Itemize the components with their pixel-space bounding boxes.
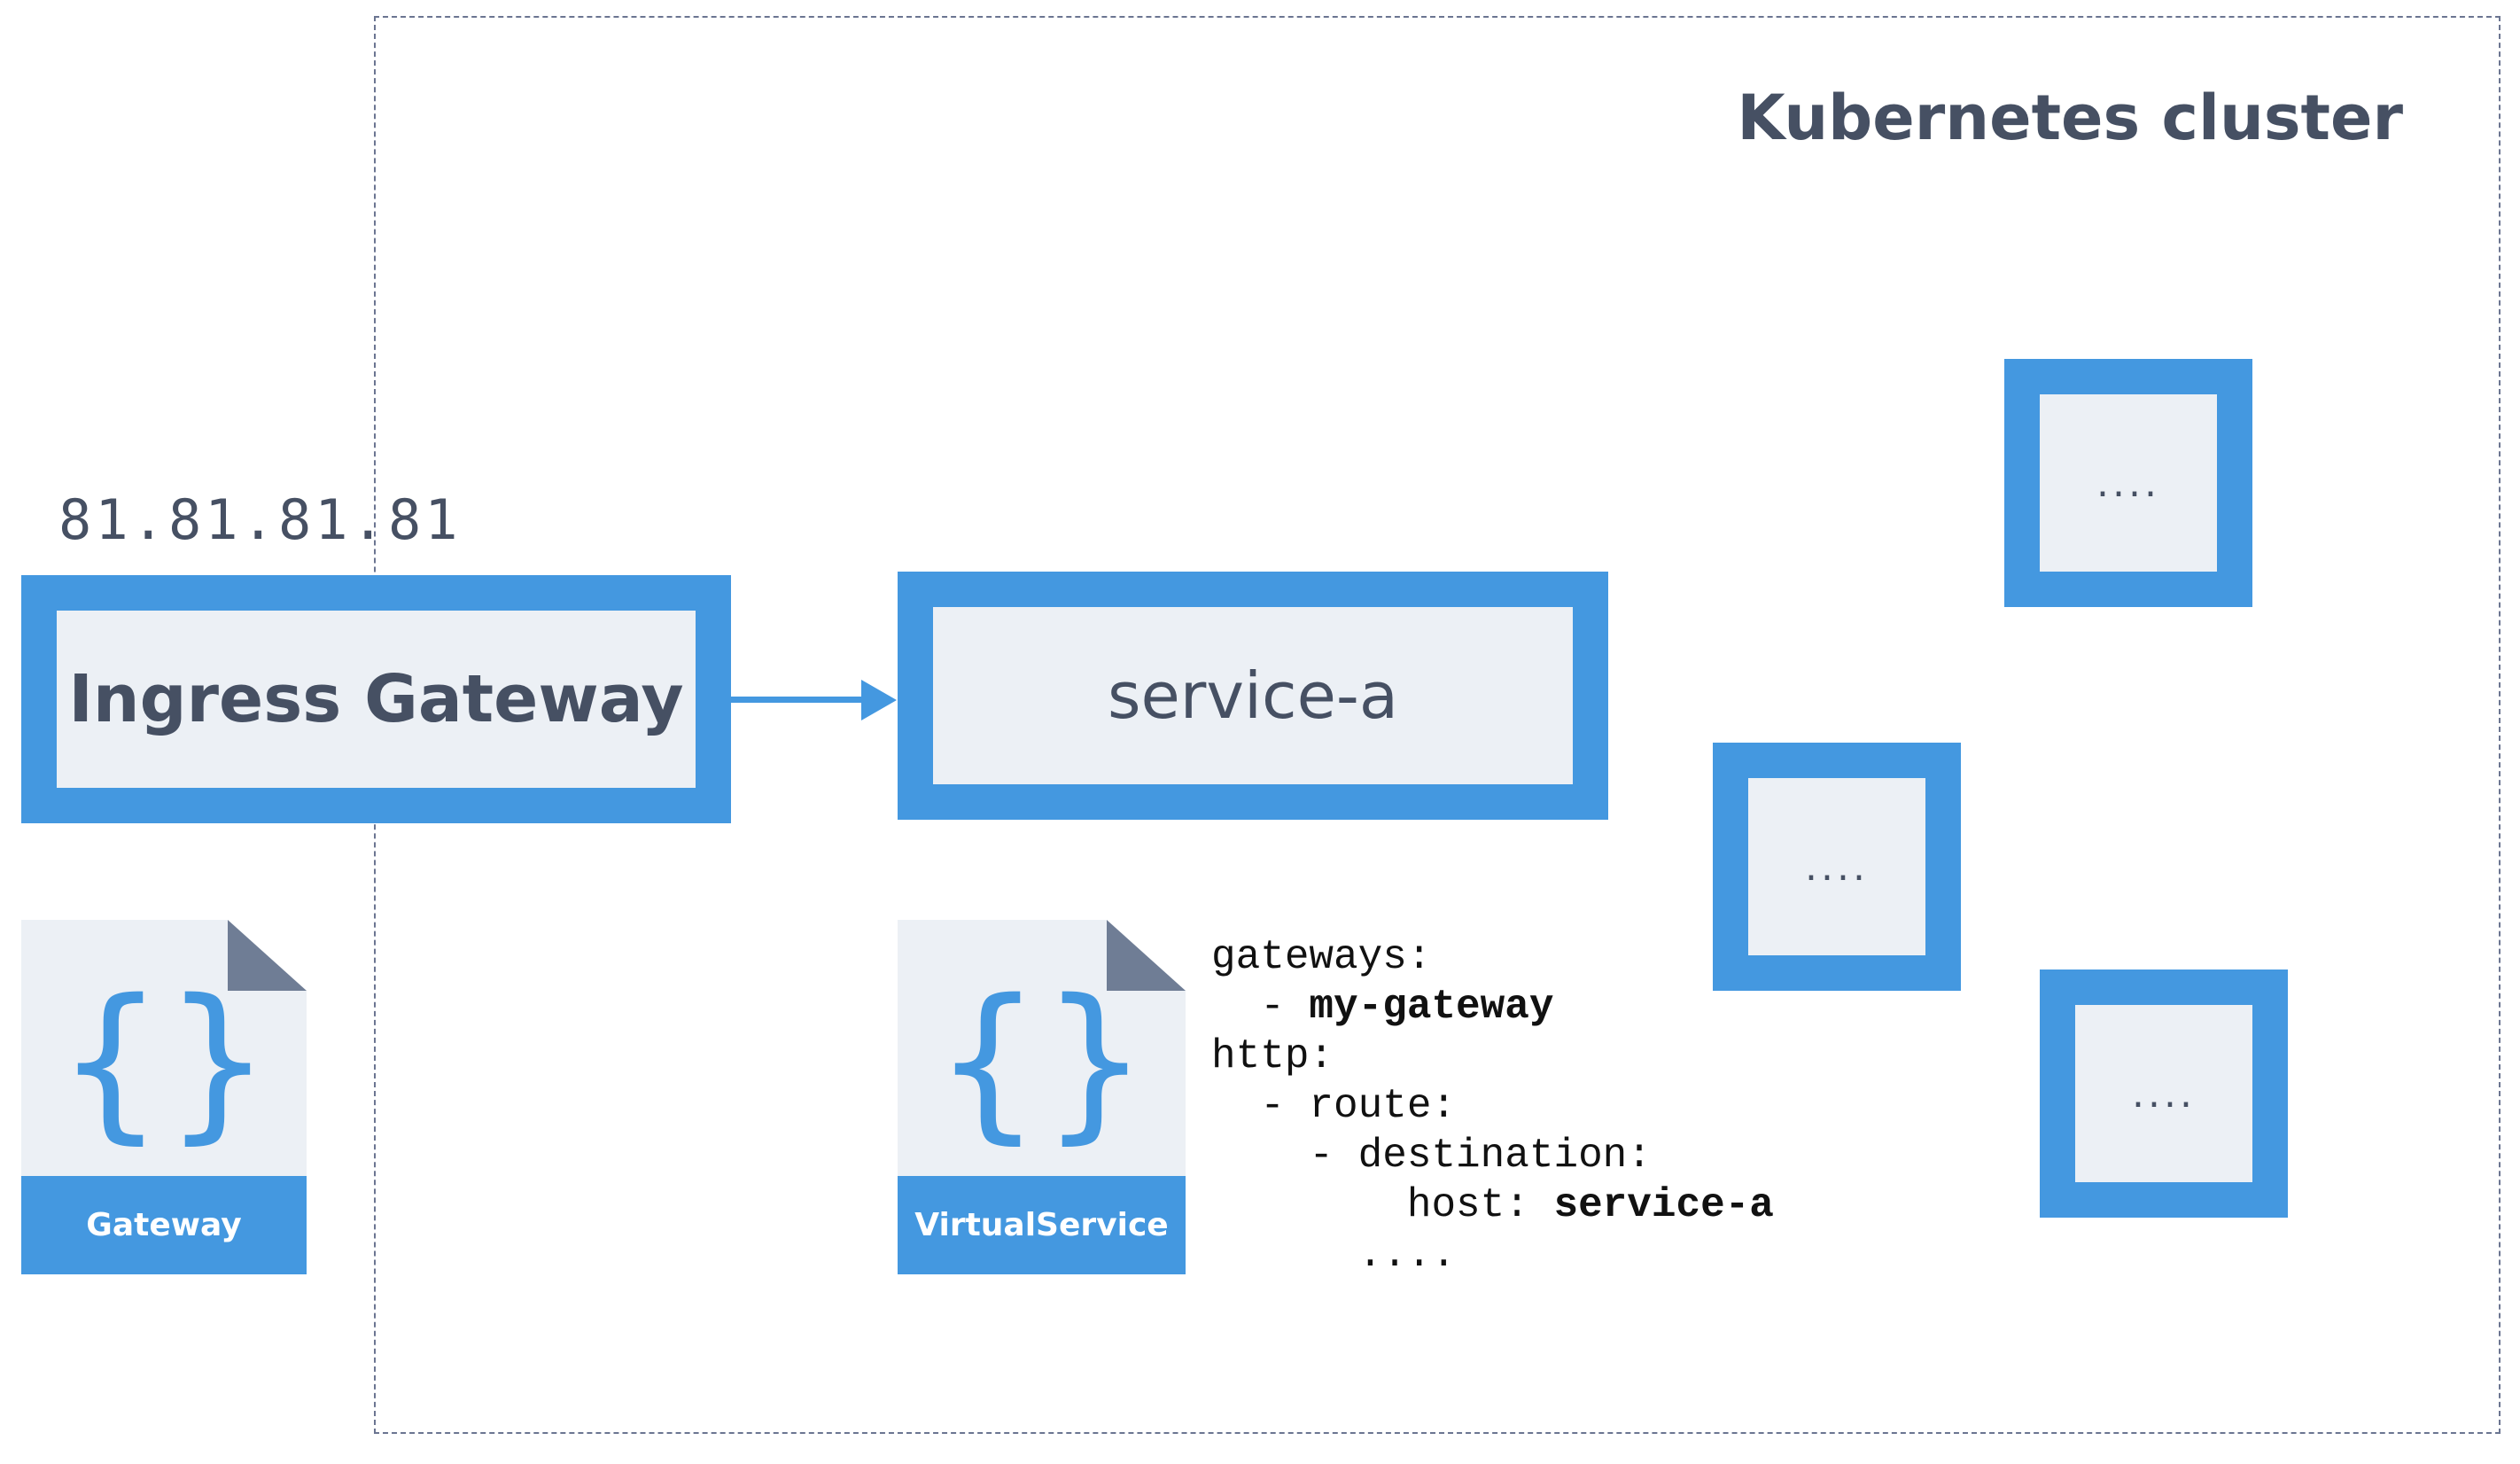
- arrow-head-icon: [861, 680, 897, 720]
- other-service-label: ....: [2096, 460, 2160, 506]
- gateway-resource-doc: {} Gateway: [21, 920, 307, 1274]
- other-service-label: ....: [1805, 844, 1869, 890]
- other-service-node: ....: [2004, 359, 2252, 607]
- other-service-node: ....: [2040, 970, 2288, 1218]
- yaml-gateway-value: my-gateway: [1309, 984, 1554, 1030]
- other-service-node: ....: [1713, 743, 1961, 991]
- traffic-arrow: [731, 697, 864, 703]
- yaml-line: - destination:: [1211, 1133, 1652, 1179]
- yaml-line: - my-gateway: [1211, 982, 1774, 1032]
- other-service-label: ....: [2132, 1071, 2196, 1117]
- yaml-line: gateways:: [1211, 934, 1432, 980]
- yaml-text: host:: [1211, 1182, 1554, 1228]
- service-a-node: service-a: [898, 572, 1608, 820]
- yaml-line: host: service-a: [1211, 1180, 1774, 1230]
- braces-icon: {}: [57, 963, 271, 1159]
- cluster-title: Kubernetes cluster: [1737, 82, 2403, 154]
- yaml-host-value: service-a: [1553, 1182, 1774, 1228]
- ingress-gateway-label: Ingress Gateway: [68, 661, 684, 737]
- yaml-line: ....: [1211, 1232, 1457, 1278]
- gateway-doc-label: Gateway: [21, 1176, 307, 1274]
- yaml-line: http:: [1211, 1033, 1334, 1079]
- ingress-gateway-node: Ingress Gateway: [21, 575, 731, 823]
- ingress-ip-address: 81.81.81.81: [58, 487, 462, 552]
- yaml-line: - route:: [1211, 1083, 1457, 1129]
- service-a-label: service-a: [1107, 658, 1398, 733]
- braces-icon: {}: [934, 963, 1148, 1159]
- yaml-text: -: [1211, 984, 1310, 1030]
- virtualservice-resource-doc: {} VirtualService: [898, 920, 1186, 1274]
- virtualservice-doc-label: VirtualService: [898, 1176, 1186, 1274]
